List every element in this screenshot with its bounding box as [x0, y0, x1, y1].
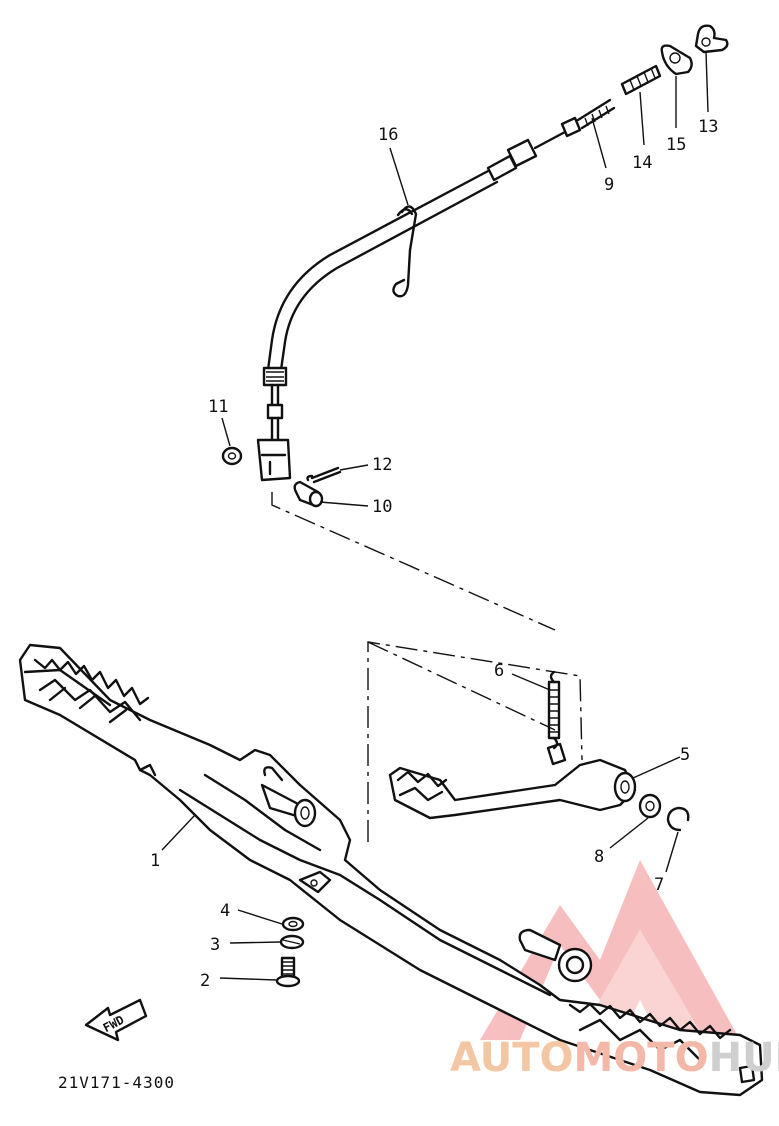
watermark-moto: MOTO: [574, 1035, 709, 1081]
watermark-hub: HUB: [709, 1035, 779, 1081]
callout-15: 15: [666, 135, 686, 155]
mounting-bolt: [275, 956, 301, 988]
cable-clip: [392, 205, 418, 298]
callout-labels: 16 9 14 15 13 11 12 10 6 5 8 7 1 4 3 2: [150, 117, 718, 991]
callout-4: 4: [220, 901, 230, 921]
watermark-auto: AUTO: [450, 1035, 574, 1081]
cotter-pin: [306, 466, 342, 484]
watermark: AUTOMOTOHUB: [450, 1035, 779, 1081]
callout-3: 3: [210, 935, 220, 955]
assembly-line-spring: [367, 641, 556, 731]
assembly-line-frame: [367, 641, 583, 842]
washer: [221, 446, 243, 466]
callout-7: 7: [654, 875, 664, 895]
adjuster-wing-nut: [694, 24, 729, 54]
callout-13: 13: [698, 117, 718, 137]
callout-6: 6: [494, 661, 504, 681]
return-spring: [547, 670, 561, 750]
drawing-code: 21V171-4300: [58, 1073, 175, 1092]
pedal-washer: [638, 793, 662, 819]
brake-pedal: [388, 742, 637, 820]
forward-arrow-icon: [84, 998, 148, 1042]
circlip: [666, 806, 690, 832]
callout-1: 1: [150, 851, 160, 871]
callout-2: 2: [200, 971, 210, 991]
lock-washer: [279, 934, 305, 950]
clevis-pin: [293, 480, 324, 508]
svg-text:AUTOMOTOHUB: AUTOMOTOHUB: [450, 1035, 779, 1081]
callout-8: 8: [594, 847, 604, 867]
leader-lines: [161, 51, 709, 981]
callout-12: 12: [372, 455, 392, 475]
assembly-line-cable: [271, 492, 556, 631]
footrest-frame: [18, 643, 764, 1097]
adjuster-collar: [660, 44, 693, 76]
brake-cable: [256, 98, 616, 482]
callout-10: 10: [372, 497, 392, 517]
callout-9: 9: [604, 175, 614, 195]
callout-5: 5: [680, 745, 690, 765]
callout-16: 16: [378, 125, 398, 145]
callout-11: 11: [208, 397, 228, 417]
plain-washer: [281, 916, 305, 932]
adjuster-spring: [620, 64, 662, 96]
callout-14: 14: [632, 153, 652, 173]
